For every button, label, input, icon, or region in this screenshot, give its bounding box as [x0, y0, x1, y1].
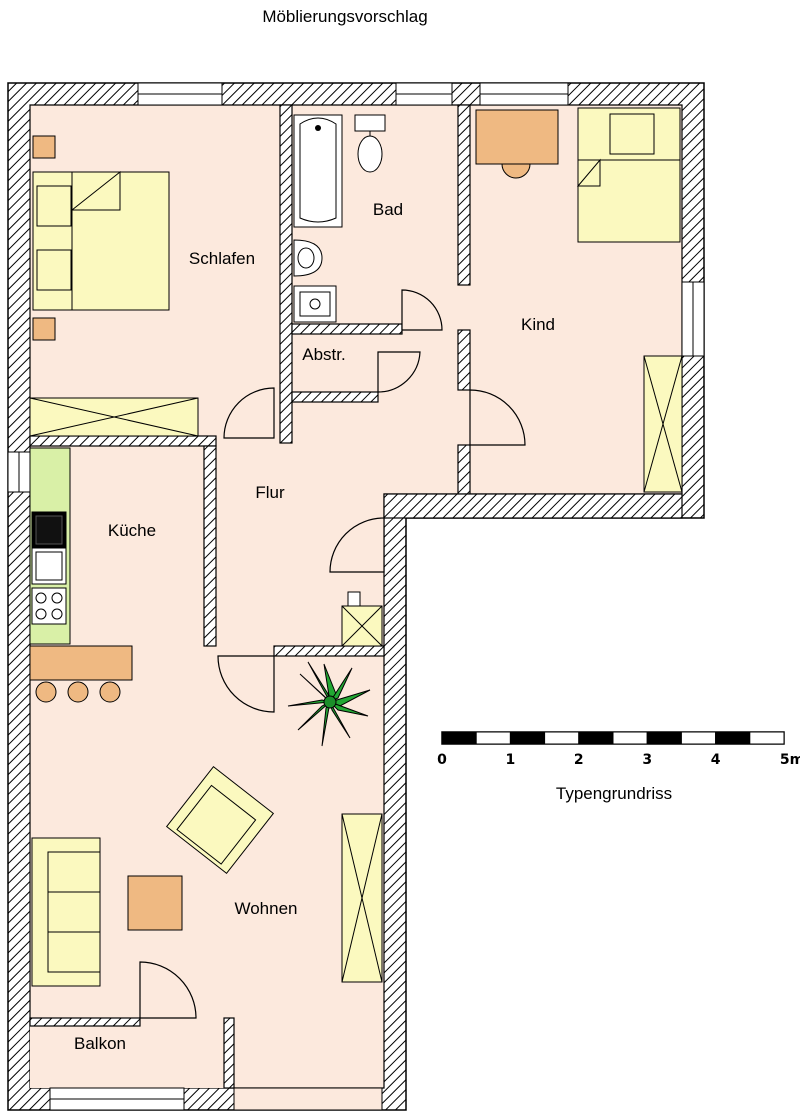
- washbasin-icon: [293, 239, 323, 277]
- interior-walls: [29, 104, 683, 1089]
- bar-stool: [67, 681, 89, 703]
- room-label-kind: Kind: [521, 315, 555, 334]
- bathtub-icon: [293, 114, 343, 228]
- room-label-wohnen: Wohnen: [234, 899, 297, 918]
- scale-segment: [612, 731, 648, 745]
- plant-icon: [287, 661, 371, 747]
- page-title: Möblierungsvorschlag: [262, 7, 427, 26]
- living-room-furniture: [31, 661, 383, 987]
- sofa: [31, 837, 101, 987]
- scale-segment: [544, 731, 580, 745]
- room-label-abstr: Abstr.: [302, 345, 345, 364]
- room-label-kueche: Küche: [108, 521, 156, 540]
- desk: [475, 109, 559, 165]
- bar-stool: [99, 681, 121, 703]
- scale-tick-label: 5m: [780, 752, 800, 768]
- scale-tick-label: 1: [506, 752, 516, 768]
- coffee-table: [127, 875, 183, 931]
- scale-bar: 0 1 2 3 4 5m: [437, 731, 800, 768]
- scale-segment: [646, 731, 682, 745]
- desk-chair: [501, 163, 531, 179]
- kitchen-furniture: [29, 447, 133, 703]
- doors: [139, 289, 526, 1019]
- nightstand-bottom: [32, 317, 56, 341]
- toilet-icon: [354, 114, 386, 173]
- nightstand-top: [32, 135, 56, 159]
- pillow-2: [36, 249, 72, 291]
- stove-icon: [31, 587, 67, 625]
- shower-icon: [293, 285, 337, 323]
- armchair: [165, 765, 275, 875]
- scale-tick-label: 0: [437, 752, 447, 768]
- scale-segment: [441, 731, 477, 745]
- bedroom-furniture: [29, 135, 199, 437]
- kids-room-furniture: [475, 107, 683, 493]
- scale-segment: [749, 731, 785, 745]
- chimney-icon: [341, 591, 383, 647]
- living-cabinet: [341, 813, 383, 983]
- scale-segment: [715, 731, 751, 745]
- room-label-balkon: Balkon: [74, 1034, 126, 1053]
- sink-icon: [31, 547, 67, 585]
- scale-segment: [475, 731, 511, 745]
- balcony-area: [30, 1018, 234, 1088]
- scale-segment: [680, 731, 717, 745]
- room-label-schlafen: Schlafen: [189, 249, 255, 268]
- bathroom-fixtures: [293, 114, 386, 323]
- scale-tick-label: 4: [711, 752, 721, 768]
- scale-tick-label: 2: [574, 752, 584, 768]
- room-label-bad: Bad: [373, 200, 403, 219]
- scale-tick-label: 3: [642, 752, 652, 768]
- pillow-1: [36, 185, 72, 227]
- plan-subtitle: Typengrundriss: [556, 784, 672, 803]
- scale-segment: [578, 731, 614, 745]
- scale-segment: [509, 731, 546, 745]
- breakfast-bar: [29, 645, 133, 681]
- bar-stool: [35, 681, 57, 703]
- room-label-flur: Flur: [255, 483, 285, 502]
